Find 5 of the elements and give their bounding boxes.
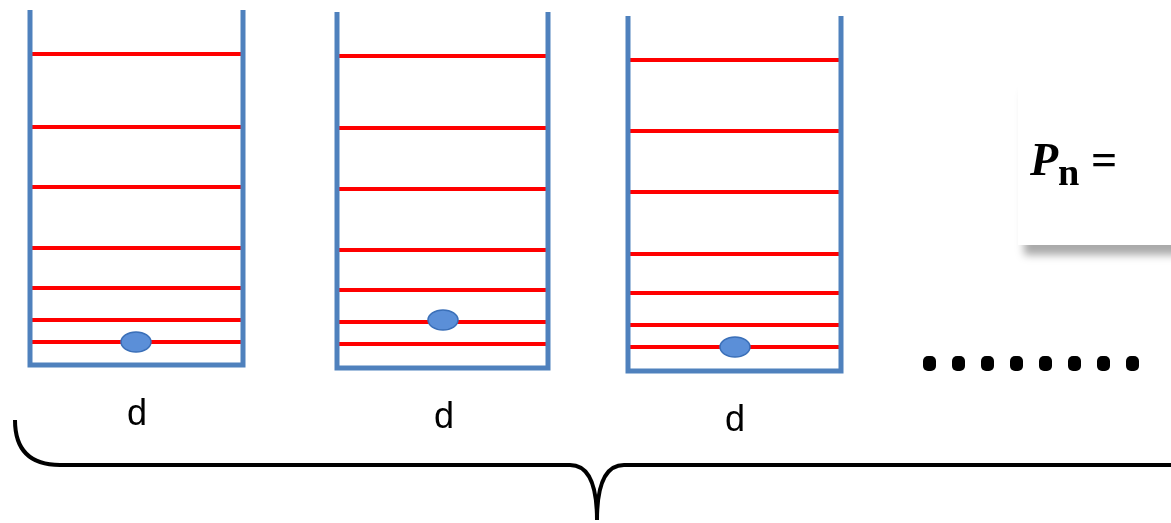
width-label: d xyxy=(127,395,148,431)
width-label: d xyxy=(434,398,455,434)
formula-card xyxy=(1018,82,1171,245)
formula-text: P$_{n}$ = xyxy=(1030,132,1118,195)
width-label: d xyxy=(725,401,746,437)
